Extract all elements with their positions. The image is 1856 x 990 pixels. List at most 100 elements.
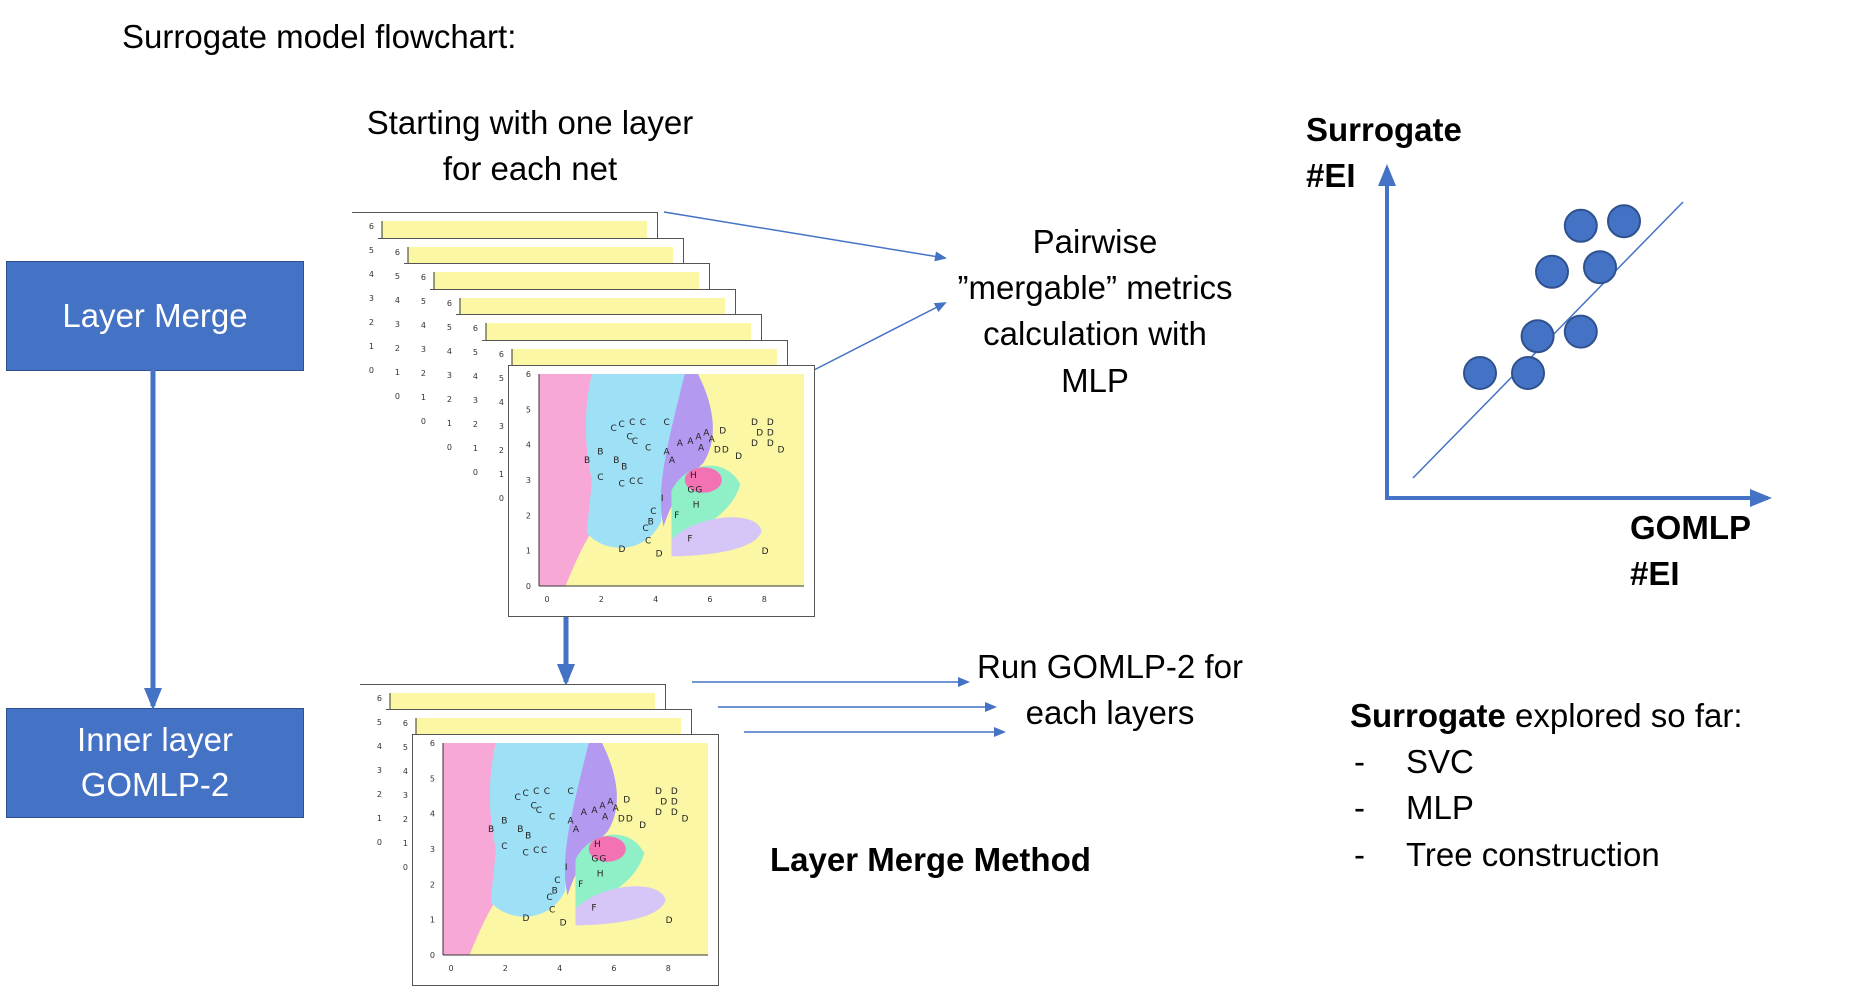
plot-letter: H xyxy=(594,840,601,850)
plot-y-tick: 0 xyxy=(377,838,382,847)
plot-letter: D xyxy=(751,439,758,449)
plot-y-tick: 6 xyxy=(526,370,531,379)
starting-layer-label: Starting with one layer for each net xyxy=(330,100,730,192)
plot-x-tick: 6 xyxy=(611,964,616,973)
plot-letter: C xyxy=(632,437,638,447)
plot-y-tick: 2 xyxy=(403,815,408,824)
plot-y-tick: 5 xyxy=(421,297,426,306)
surrogates-explored: Surrogate explored so far: -SVC -MLP -Tr… xyxy=(1350,693,1743,878)
plot-letter: D xyxy=(767,418,774,428)
plot-letter: D xyxy=(767,439,774,449)
plot-y-tick: 5 xyxy=(430,774,435,783)
plot-letter: B xyxy=(584,456,590,466)
plot-y-tick: 1 xyxy=(526,547,531,556)
plot-letter: A xyxy=(664,448,671,458)
plot-y-tick: 3 xyxy=(430,845,435,854)
plot-letter: C xyxy=(549,812,555,822)
plot-letter: C xyxy=(501,842,507,852)
plot-y-tick: 4 xyxy=(369,270,374,279)
pairwise-metrics-label: Pairwise ”mergable” metrics calculation … xyxy=(910,219,1280,404)
plot-letter: F xyxy=(578,880,583,890)
plot-letter: F xyxy=(687,534,692,544)
plot-letter: C xyxy=(549,906,555,916)
plot-letter: A xyxy=(602,812,609,822)
plot-letter: B xyxy=(648,518,654,528)
scatter-point xyxy=(1607,204,1641,239)
plot-letter: G xyxy=(695,486,702,496)
explored-item: -Tree construction xyxy=(1350,832,1743,878)
plot-letter: D xyxy=(655,808,662,818)
plot-y-tick: 3 xyxy=(473,396,478,405)
plot-letter: C xyxy=(530,802,536,812)
plot-y-tick: 4 xyxy=(395,296,400,305)
plot-letter: C xyxy=(533,787,539,797)
plot-y-tick: 4 xyxy=(421,321,426,330)
plot-y-tick: 4 xyxy=(526,441,531,450)
plot-letter: G xyxy=(591,855,598,865)
plot-letter: C xyxy=(544,787,550,797)
plot-letter: D xyxy=(719,426,726,436)
plot-y-tick: 2 xyxy=(377,790,382,799)
plot-y-tick: 5 xyxy=(369,246,374,255)
plot-y-tick: 0 xyxy=(473,468,478,477)
explored-heading-rest: explored so far: xyxy=(1505,697,1743,734)
plot-letter: D xyxy=(523,914,530,924)
layer-merge-box: Layer Merge xyxy=(6,261,304,371)
scatter-points xyxy=(1463,204,1641,390)
plot-letter: A xyxy=(695,433,702,443)
plot-y-tick: 3 xyxy=(499,422,504,431)
plot-letter: B xyxy=(621,462,627,472)
plot-x-tick: 8 xyxy=(762,595,767,604)
plot-letter: A xyxy=(677,439,684,449)
plot-letter: C xyxy=(546,893,552,903)
plot-y-tick: 3 xyxy=(395,320,400,329)
plot-y-tick: 6 xyxy=(377,694,382,703)
plot-letter: I xyxy=(661,494,664,504)
explored-item: -SVC xyxy=(1350,739,1743,785)
plot-letter: D xyxy=(682,814,689,824)
plot-letter: A xyxy=(709,435,716,445)
layer-merge-label: Layer Merge xyxy=(62,296,248,334)
plot-x-tick: 0 xyxy=(544,595,549,604)
starting-label-line2: for each net xyxy=(442,150,618,188)
arrow-to-pairwise-1 xyxy=(663,211,947,262)
plot-y-tick: 2 xyxy=(499,446,504,455)
plot-letter: D xyxy=(767,428,774,438)
plot-x-tick: 0 xyxy=(448,964,453,973)
plot-y-tick: 2 xyxy=(369,318,374,327)
scatter-x-label: GOMLP #EI xyxy=(1630,505,1751,597)
plot-y-tick: 3 xyxy=(369,294,374,303)
plot-letter: C xyxy=(597,473,603,483)
plot-y-tick: 6 xyxy=(403,719,408,728)
flowchart-title: Surrogate model flowchart: xyxy=(122,18,517,55)
plot-letter: C xyxy=(554,876,560,886)
plot-letter: C xyxy=(611,424,617,434)
run-gomlp-label: Run GOMLP-2 for each layers xyxy=(960,644,1260,736)
plot-y-tick: 1 xyxy=(430,916,435,925)
plot-y-tick: 6 xyxy=(447,299,452,308)
plot-letter: A xyxy=(573,825,580,835)
scatter-point xyxy=(1463,356,1497,390)
plot-y-tick: 2 xyxy=(395,344,400,353)
plot-letter: F xyxy=(674,511,679,521)
plot-letter: B xyxy=(552,887,558,897)
plot-letter: C xyxy=(619,479,625,489)
plot-y-tick: 5 xyxy=(473,348,478,357)
plot-letter: D xyxy=(618,814,625,824)
plot-y-tick: 0 xyxy=(499,494,504,503)
plot-letter: G xyxy=(687,486,694,496)
plot-y-tick: 1 xyxy=(403,839,408,848)
scatter-point xyxy=(1511,356,1545,390)
plot-letter: A xyxy=(599,802,606,812)
plot-letter: D xyxy=(660,797,667,807)
plot-letter: B xyxy=(517,825,523,835)
plot-y-tick: 4 xyxy=(499,398,504,407)
plot-letter: D xyxy=(671,808,678,818)
plot-y-tick: 4 xyxy=(377,742,382,751)
y-label-line2: #EI xyxy=(1306,157,1356,195)
plot-y-tick: 0 xyxy=(526,582,531,591)
plot-y-tick: 0 xyxy=(395,392,400,401)
plot-letter: C xyxy=(645,443,651,453)
